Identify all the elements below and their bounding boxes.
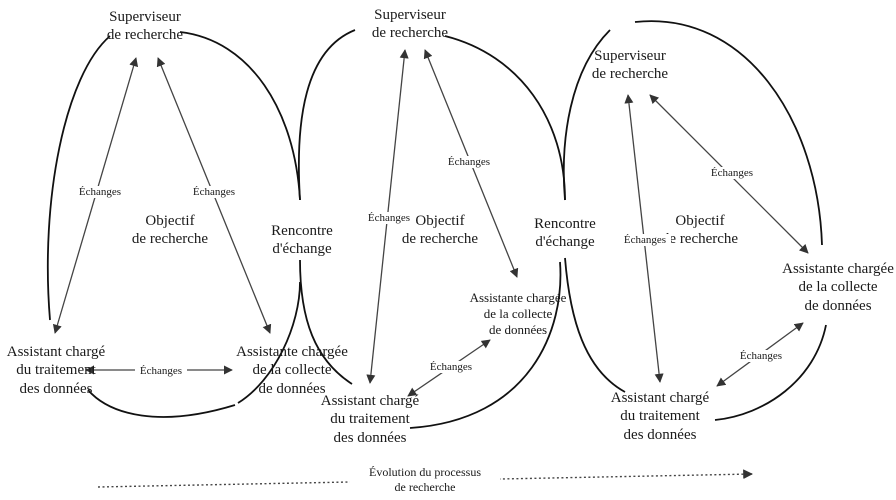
cycle-arc-top [634,20,823,246]
cycle-arc-right [714,324,827,421]
cycle-arc-top [444,35,566,201]
exchanges-label: Échanges [74,186,126,199]
collection-assistant-label: Assistante chargée de la collecte de don… [469,290,567,337]
cycle-arc-top [179,31,301,201]
supervisor-label: Superviseur de recherche [591,48,669,83]
objective-label: Objectif de recherche [131,213,209,248]
cycle-arc-left [299,259,353,385]
exchanges-label: Échanges [135,365,187,378]
processing-assistant-label: Assistant chargé du traitement des donné… [320,393,420,446]
collection-assistant-label: Assistante chargée de la collecte de don… [782,261,894,314]
exchanges-label: Échanges [363,212,415,225]
exchanges-label: Échanges [443,156,495,169]
cycle-arc-bottom [87,389,236,418]
exchanges-label: Échanges [188,186,240,199]
supervisor-label: Superviseur de recherche [106,9,184,44]
meeting-label: Rencontre d'échange [534,216,596,251]
supervisor-label: Superviseur de recherche [371,7,449,42]
collection-assistant-label: Assistante chargée de la collecte de don… [236,344,348,397]
processing-assistant-label: Assistant chargé du traitement des donné… [610,390,710,443]
processing-assistant-label: Assistant chargé du traitement des donné… [6,344,106,397]
cycle-arc-left [564,257,626,393]
cycle-arc-right [409,261,562,429]
cycle-arc-left [562,29,611,201]
exchanges-label: Échanges [619,234,671,247]
objective-label: Objectif de recherche [401,213,479,248]
evolution-label: Évolution du processus de recherche [350,465,500,495]
exchanges-label: Échanges [425,361,477,374]
evolution-arrow [97,469,753,488]
exchanges-label: Échanges [735,350,787,363]
cycle-arc-right [237,281,301,404]
cycle-arc-left [297,29,356,201]
meeting-label: Rencontre d'échange [271,223,333,258]
exchanges-label: Échanges [706,167,758,180]
